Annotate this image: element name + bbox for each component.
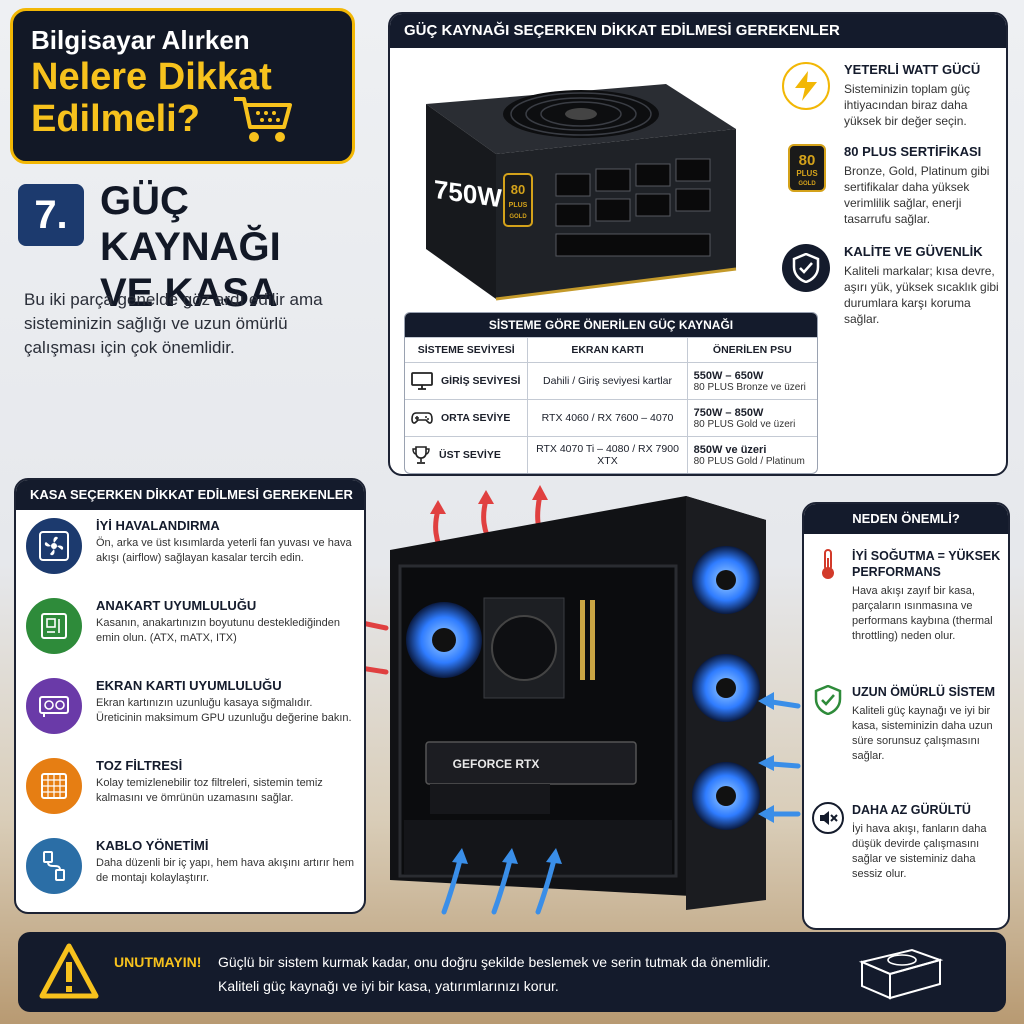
title-line-1: Bilgisayar Alırken xyxy=(31,25,250,55)
psu-feature-desc: Sisteminizin toplam güç ihtiyacından bir… xyxy=(844,82,971,128)
psu-feature-watt: YETERLİ WATT GÜCÜ Sisteminizin toplam gü… xyxy=(782,62,1002,129)
case-item-ventilation: İYİ HAVALANDIRMA Ön, arka ve üst kısımla… xyxy=(26,518,356,574)
table-cell-level: ÜST SEVİYE xyxy=(439,449,501,461)
title-line-2: Nelere Dikkat xyxy=(31,56,272,98)
psu-recommendation-table: SİSTEME GÖRE ÖNERİLEN GÜÇ KAYNAĞI SİSTEM… xyxy=(404,312,818,474)
case-item-gpu: EKRAN KARTI UYUMLULUĞU Ekran kartınızın … xyxy=(26,678,356,734)
table-cell-gpu: RTX 4070 Ti – 4080 / RX 7900 XTX xyxy=(528,437,688,473)
why-item-desc: İyi hava akışı, fanların daha düşük devi… xyxy=(852,823,987,880)
table-cell-cert: 80 PLUS Bronze ve üzeri xyxy=(693,381,806,393)
table-header-row: SİSTEME SEVİYESİ EKRAN KARTI ÖNERİLEN PS… xyxy=(405,337,817,362)
psu-feature-title: YETERLİ WATT GÜCÜ xyxy=(844,62,981,77)
section-title: GÜÇ KAYNAĞI VE KASA xyxy=(100,178,360,316)
psu-feature-desc: Bronze, Gold, Platinum gibi sertifikalar… xyxy=(844,164,990,226)
case-item-title: TOZ FİLTRESİ xyxy=(96,758,183,773)
table-cell-cert: 80 PLUS Gold / Platinum xyxy=(693,455,805,467)
case-panel: KASA SEÇERKEN DİKKAT EDİLMESİ GEREKENLER… xyxy=(14,478,366,914)
why-item-noise: DAHA AZ GÜRÜLTÜ İyi hava akışı, fanların… xyxy=(812,802,1008,882)
case-item-title: KABLO YÖNETİMİ xyxy=(96,838,209,853)
case-item-title: EKRAN KARTI UYUMLULUĞU xyxy=(96,678,282,693)
psu-badge-plus: PLUS xyxy=(509,202,528,209)
table-cell-cert: 80 PLUS Gold ve üzeri xyxy=(693,418,796,430)
trophy-icon xyxy=(412,446,430,464)
psu-badge-80: 80 xyxy=(511,182,525,197)
case-item-cable-management: KABLO YÖNETİMİ Daha düzenli bir iç yapı,… xyxy=(26,838,356,894)
intro-text: Bu iki parça genelde göz ardı edilir ama… xyxy=(24,290,323,357)
case-item-desc: Ekran kartınızın uzunluğu kasaya sığmalı… xyxy=(96,697,352,724)
psu-feature-quality: KALİTE VE GÜVENLİK Kaliteli markalar; kı… xyxy=(782,244,1002,327)
gpu-label: GEFORCE RTX xyxy=(453,757,540,771)
why-item-title: DAHA AZ GÜRÜLTÜ xyxy=(852,803,971,817)
section-title-line-1: GÜÇ KAYNAĞI xyxy=(100,179,281,269)
table-row: ORTA SEVİYE RTX 4060 / RX 7600 – 4070 75… xyxy=(405,399,817,436)
case-item-title: İYİ HAVALANDIRMA xyxy=(96,518,220,533)
psu-feature-title: 80 PLUS SERTİFİKASI xyxy=(844,144,982,159)
mute-icon xyxy=(812,802,844,834)
psu-panel-header: GÜÇ KAYNAĞI SEÇERKEN DİKKAT EDİLMESİ GER… xyxy=(390,14,1006,48)
why-item-title: UZUN ÖMÜRLÜ SİSTEM xyxy=(852,685,996,699)
psu-panel: GÜÇ KAYNAĞI SEÇERKEN DİKKAT EDİLMESİ GER… xyxy=(388,12,1008,476)
title-line-3: Edilmeli? xyxy=(31,98,200,140)
table-row: ÜST SEVİYE RTX 4070 Ti – 4080 / RX 7900 … xyxy=(405,436,817,473)
shopping-cart-icon xyxy=(234,97,292,142)
thermometer-icon xyxy=(812,548,844,580)
motherboard-icon xyxy=(26,598,82,654)
table-title: SİSTEME GÖRE ÖNERİLEN GÜÇ KAYNAĞI xyxy=(405,313,817,337)
why-item-cooling: İYİ SOĞUTMA = YÜKSEK PERFORMANS Hava akı… xyxy=(812,548,1008,644)
table-cell-gpu: Dahili / Giriş seviyesi kartlar xyxy=(528,363,688,399)
svg-text:PLUS: PLUS xyxy=(796,169,818,178)
shield-check-icon xyxy=(782,244,830,292)
why-important-panel: NEDEN ÖNEMLİ? İYİ SOĞUTMA = YÜKSEK PERFO… xyxy=(802,502,1010,930)
gamepad-icon xyxy=(411,412,433,424)
why-item-title: İYİ SOĞUTMA = YÜKSEK PERFORMANS xyxy=(852,549,1001,579)
monitor-icon xyxy=(411,372,433,390)
fan-icon xyxy=(26,518,82,574)
cable-icon xyxy=(26,838,82,894)
case-item-desc: Daha düzenli bir iç yapı, hem hava akışı… xyxy=(96,857,355,884)
column-header: EKRAN KARTI xyxy=(528,338,688,362)
shield-check-icon xyxy=(812,684,844,716)
reminder-banner: UNUTMAYIN! Güçlü bir sistem kurmak kadar… xyxy=(18,932,1006,1012)
psu-feature-desc: Kaliteli markalar; kısa devre, aşırı yük… xyxy=(844,264,999,326)
case-item-motherboard: ANAKART UYUMLULUĞU Kasanın, anakartınızı… xyxy=(26,598,356,654)
case-item-dust-filter: TOZ FİLTRESİ Kolay temizlenebilir toz fi… xyxy=(26,758,356,814)
table-cell-level: GİRİŞ SEVİYESİ xyxy=(441,375,521,387)
why-item-longevity: UZUN ÖMÜRLÜ SİSTEM Kaliteli güç kaynağı … xyxy=(812,684,1008,764)
80plus-gold-badge-icon: 80 PLUS GOLD xyxy=(788,144,826,192)
banner-title: UNUTMAYIN! xyxy=(114,954,202,970)
table-cell-psu: 550W – 650W xyxy=(693,369,764,382)
gpu-icon xyxy=(26,678,82,734)
column-header: ÖNERİLEN PSU xyxy=(712,344,792,356)
table-cell-psu: 750W – 850W xyxy=(693,406,764,419)
case-panel-header: KASA SEÇERKEN DİKKAT EDİLMESİ GEREKENLER xyxy=(16,480,364,510)
table-row: GİRİŞ SEVİYESİ Dahili / Giriş seviyesi k… xyxy=(405,362,817,399)
banner-text-line-2: Kaliteli güç kaynağı ve iyi bir kasa, ya… xyxy=(218,978,559,994)
section-number: 7. xyxy=(18,184,84,246)
case-item-title: ANAKART UYUMLULUĞU xyxy=(96,598,257,613)
psu-feature-80plus: 80 PLUS GOLD 80 PLUS SERTİFİKASI Bronze,… xyxy=(782,144,1002,227)
why-item-desc: Hava akışı zayıf bir kasa, parçaların ıs… xyxy=(852,585,993,642)
svg-text:80: 80 xyxy=(799,152,816,169)
filter-icon xyxy=(26,758,82,814)
case-item-desc: Kasanın, anakartınızın boyutunu destekle… xyxy=(96,617,341,644)
psu-feature-title: KALİTE VE GÜVENLİK xyxy=(844,244,983,259)
title-card: Bilgisayar Alırken Nelere Dikkat Edilmel… xyxy=(10,8,355,164)
banner-text-line-1: Güçlü bir sistem kurmak kadar, onu doğru… xyxy=(218,954,771,970)
svg-text:GOLD: GOLD xyxy=(798,181,816,187)
table-cell-psu: 850W ve üzeri xyxy=(693,443,767,456)
pc-case-image: GEFORCE RTX xyxy=(336,485,801,915)
table-cell-gpu: RTX 4060 / RX 7600 – 4070 xyxy=(528,400,688,436)
case-item-desc: Ön, arka ve üst kısımlarda yeterli fan y… xyxy=(96,537,352,564)
table-cell-level: ORTA SEVİYE xyxy=(441,412,511,424)
warning-icon xyxy=(39,943,99,999)
lightning-icon xyxy=(782,62,830,110)
case-item-desc: Kolay temizlenebilir toz filtreleri, sis… xyxy=(96,777,323,804)
why-panel-header: NEDEN ÖNEMLİ? xyxy=(804,504,1008,534)
psu-outline-icon xyxy=(858,948,944,1000)
psu-badge-gold: GOLD xyxy=(509,214,527,220)
psu-image: 750W 80 PLUS GOLD xyxy=(426,84,737,301)
section-title-line-2: VE KASA xyxy=(100,271,278,315)
why-item-desc: Kaliteli güç kaynağı ve iyi bir kasa, si… xyxy=(852,705,993,762)
column-header: SİSTEME SEVİYESİ xyxy=(405,338,529,362)
